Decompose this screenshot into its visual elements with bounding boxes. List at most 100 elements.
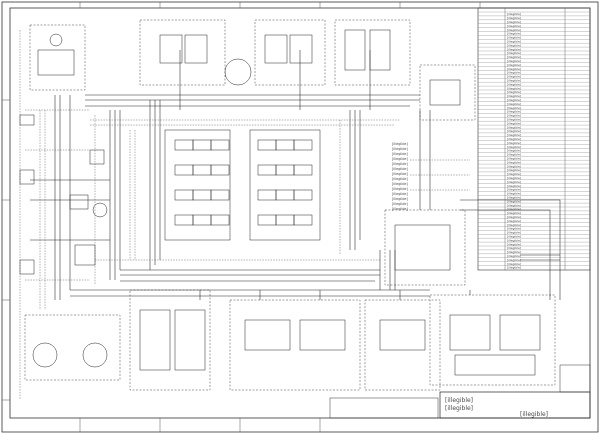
parts-list-row: [illegible] — [507, 43, 521, 47]
parts-list-row: [illegible] — [507, 184, 521, 188]
parts-list-row: [illegible] — [507, 242, 521, 246]
title-block-frame — [439, 391, 591, 419]
parts-list-row: [illegible] — [507, 125, 521, 129]
parts-list-row: [illegible] — [507, 94, 521, 98]
parts-list-row: [illegible] — [507, 51, 521, 55]
parts-list-row: [illegible] — [507, 235, 521, 239]
note-line: [illegible] — [392, 172, 409, 176]
parts-list-row: [illegible] — [507, 67, 521, 71]
note-line: [illegible] — [392, 162, 409, 166]
parts-list-row: [illegible] — [507, 32, 521, 36]
parts-list-row: [illegible] — [507, 160, 521, 164]
notes-lines: [illegible][illegible][illegible][illegi… — [392, 142, 409, 211]
parts-list-row: [illegible] — [507, 227, 521, 231]
left-components — [19, 114, 108, 275]
parts-list-row: [illegible] — [507, 246, 521, 250]
parts-list-row: [illegible] — [507, 145, 521, 149]
parts-list-row: [illegible] — [507, 219, 521, 223]
parts-list-row: [illegible] — [507, 153, 521, 157]
parts-list-row: [illegible] — [507, 199, 521, 203]
parts-list-row: [illegible] — [507, 129, 521, 133]
title-block: [illegible] [illegible] [illegible] — [329, 364, 591, 419]
note-line: [illegible] — [392, 142, 409, 146]
sub-assembly-boundaries — [24, 19, 556, 391]
note-line: [illegible] — [392, 177, 409, 181]
parts-list-row: [illegible] — [507, 149, 521, 153]
parts-list-row: [illegible] — [507, 266, 521, 270]
parts-list-frame — [477, 7, 591, 271]
parts-list-row: [illegible] — [507, 63, 521, 67]
parts-list-row: [illegible] — [507, 118, 521, 122]
parts-list-row: [illegible] — [507, 36, 521, 40]
parts-list-row: [illegible] — [507, 215, 521, 219]
top-valve-groups — [37, 29, 461, 106]
note-line: [illegible] — [392, 197, 409, 201]
parts-list-row: [illegible] — [507, 47, 521, 51]
control-valve-bank — [164, 129, 321, 241]
note-line: [illegible] — [392, 192, 409, 196]
parts-list-row: [illegible] — [507, 75, 521, 79]
note-line: [illegible] — [392, 187, 409, 191]
parts-list-row: [illegible] — [507, 254, 521, 258]
parts-list-row: [illegible] — [507, 40, 521, 44]
parts-list-row: [illegible] — [507, 20, 521, 24]
parts-list-table: [illegible][illegible][illegible][illegi… — [477, 7, 591, 271]
parts-list-row: [illegible] — [507, 28, 521, 32]
parts-list-row: [illegible] — [507, 98, 521, 102]
parts-list-row: [illegible] — [507, 196, 521, 200]
stamp-box — [559, 364, 591, 393]
parts-list-row: [illegible] — [507, 164, 521, 168]
note-line: [illegible] — [392, 167, 409, 171]
parts-list-row: [illegible] — [507, 110, 521, 114]
parts-list-row: [illegible] — [507, 168, 521, 172]
parts-list-row: [illegible] — [507, 16, 521, 20]
parts-list-row: [illegible] — [507, 133, 521, 137]
note-line: [illegible] — [392, 147, 409, 151]
note-line: [illegible] — [392, 157, 409, 161]
parts-list-row: [illegible] — [507, 102, 521, 106]
note-line: [illegible] — [392, 182, 409, 186]
parts-list-row: [illegible] — [507, 223, 521, 227]
parts-list-row: [illegible] — [507, 262, 521, 266]
parts-list-row: [illegible] — [507, 157, 521, 161]
parts-list-row: [illegible] — [507, 192, 521, 196]
parts-list-row: [illegible] — [507, 24, 521, 28]
parts-list-row: [illegible] — [507, 211, 521, 215]
note-line: [illegible] — [392, 202, 409, 206]
parts-list-row: [illegible] — [507, 79, 521, 83]
parts-list-row: [illegible] — [507, 180, 521, 184]
note-line: [illegible] — [392, 152, 409, 156]
parts-list-row: [illegible] — [507, 137, 521, 141]
pilot-lines — [19, 30, 470, 400]
parts-list-row: [illegible] — [507, 238, 521, 242]
parts-list-row: [illegible] — [507, 59, 521, 63]
parts-list-row: [illegible] — [507, 106, 521, 110]
parts-list-row: [illegible] — [507, 86, 521, 90]
parts-list-row: [illegible] — [507, 90, 521, 94]
note-line: [illegible] — [392, 207, 409, 211]
bottom-actuators — [32, 224, 541, 376]
parts-list-row: [illegible] — [507, 12, 521, 16]
notes-block: [illegible][illegible][illegible][illegi… — [392, 142, 409, 211]
company-name: [illegible] — [445, 397, 473, 404]
parts-list-row: [illegible] — [507, 55, 521, 59]
revision-table-frame — [329, 397, 439, 419]
parts-list-row: [illegible] — [507, 71, 521, 75]
drawing-number: [illegible] — [520, 411, 548, 418]
parts-list-row: [illegible] — [507, 203, 521, 207]
parts-list-row: [illegible] — [507, 141, 521, 145]
drawing-title: [illegible] — [445, 405, 473, 412]
parts-list-row: [illegible] — [507, 114, 521, 118]
parts-list-row: [illegible] — [507, 250, 521, 254]
zone-ticks — [2, 2, 481, 432]
parts-list-row: [illegible] — [507, 258, 521, 262]
parts-list-row: [illegible] — [507, 121, 521, 125]
parts-list-row: [illegible] — [507, 207, 521, 211]
parts-list-row: [illegible] — [507, 82, 521, 86]
parts-list-row: [illegible] — [507, 231, 521, 235]
parts-list-row: [illegible] — [507, 176, 521, 180]
parts-list-rows: [illegible][illegible][illegible][illegi… — [478, 11, 590, 270]
